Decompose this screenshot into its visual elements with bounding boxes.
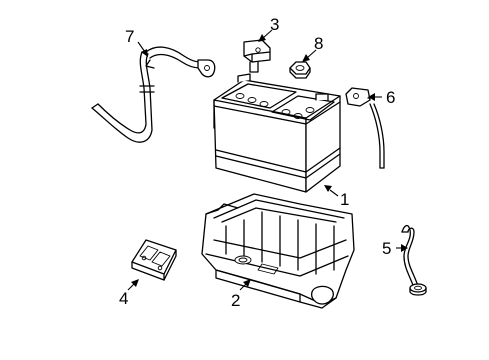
leader-5: [396, 244, 408, 252]
callout-5: 5: [382, 239, 391, 258]
leader-2: [239, 279, 251, 291]
hold-down-bracket: [243, 39, 271, 73]
clamp-bracket: [131, 239, 177, 281]
callout-7: 7: [125, 27, 134, 46]
leader-3: [258, 29, 273, 42]
positive-cable: [91, 46, 216, 143]
battery: [213, 73, 341, 193]
callout-1: 1: [340, 190, 349, 209]
leader-1: [324, 185, 339, 197]
battery-tray: [201, 193, 355, 309]
callout-3: 3: [270, 15, 279, 34]
callout-4: 4: [119, 289, 128, 308]
leader-7: [137, 41, 148, 57]
leader-8: [302, 49, 317, 62]
callout-2: 2: [231, 291, 240, 310]
hex-nut: [289, 61, 311, 79]
callout-6: 6: [386, 88, 395, 107]
negative-cable: [345, 87, 385, 169]
leader-4: [127, 279, 139, 291]
callout-8: 8: [314, 34, 323, 53]
hold-down-rod: [401, 224, 427, 296]
leader-6: [368, 93, 382, 101]
